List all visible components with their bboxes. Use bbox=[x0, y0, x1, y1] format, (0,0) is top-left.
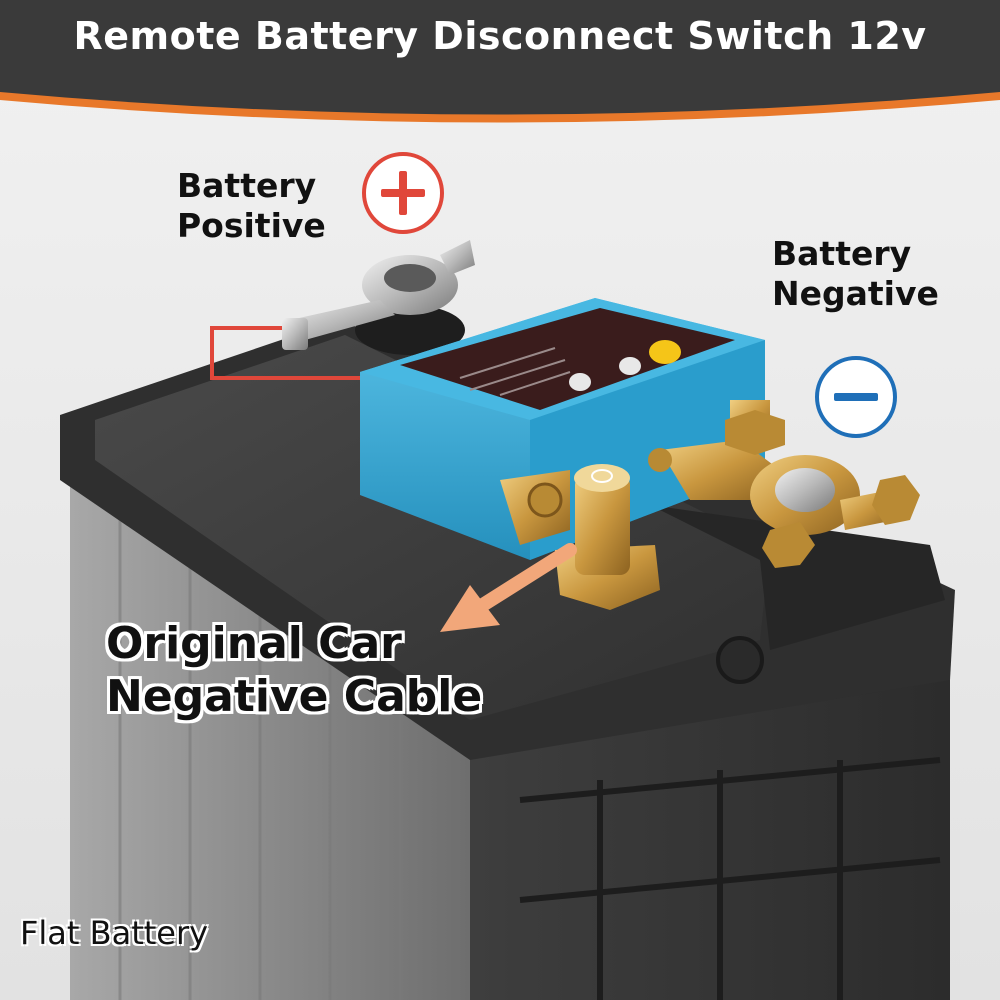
cable-label: Original Car Negative Cable bbox=[106, 618, 483, 722]
cable-arrow bbox=[440, 543, 577, 632]
minus-circle-icon bbox=[815, 356, 897, 438]
negative-label: Battery Negative bbox=[772, 234, 939, 313]
brass-knob bbox=[500, 464, 660, 610]
positive-label: Battery Positive bbox=[177, 166, 326, 245]
plus-circle-icon bbox=[362, 152, 444, 234]
header: Remote Battery Disconnect Switch 12v bbox=[0, 0, 1000, 100]
red-wire bbox=[210, 326, 370, 380]
positive-terminal bbox=[282, 240, 475, 355]
page-title: Remote Battery Disconnect Switch 12v bbox=[73, 14, 927, 58]
negative-terminal bbox=[648, 400, 920, 568]
header-banner bbox=[0, 0, 1000, 123]
battery-label: Flat Battery bbox=[20, 914, 209, 952]
